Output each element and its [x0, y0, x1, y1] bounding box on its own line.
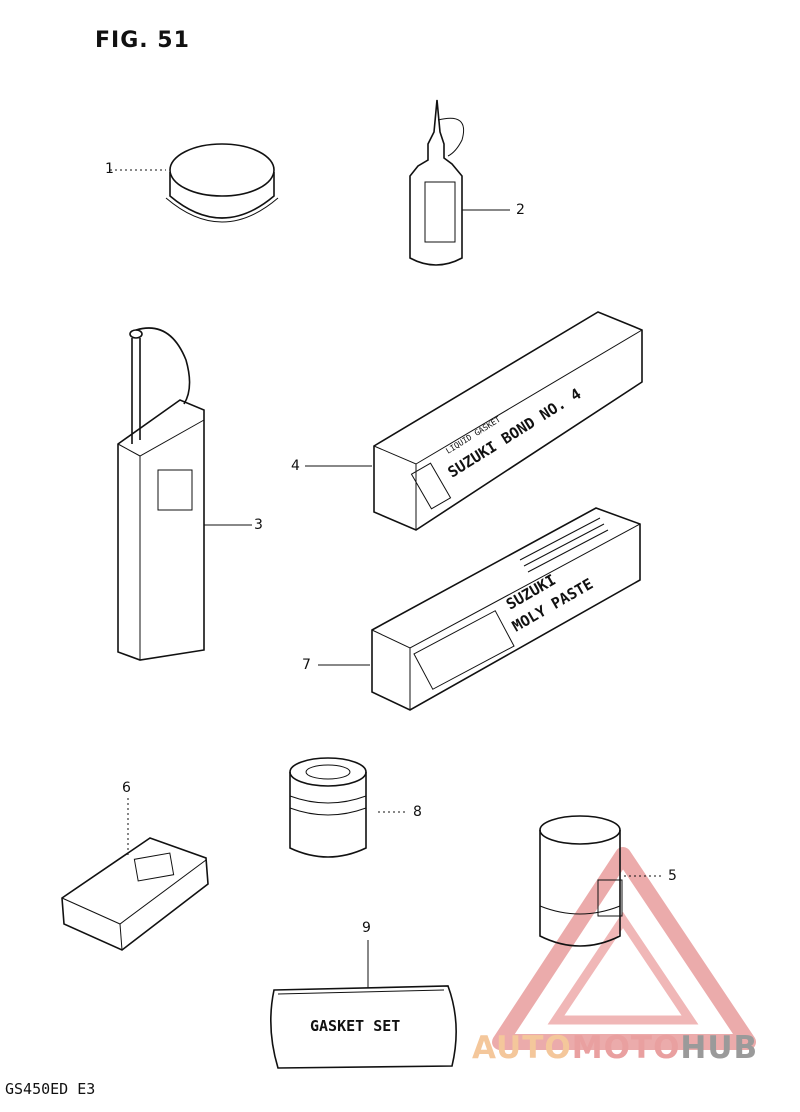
watermark-text: AUTOMOTOHUB: [472, 1030, 758, 1066]
part-4-bond-box: LIQUID GASKET SUZUKI BOND NO. 4: [305, 311, 643, 531]
part-9-gasket-set: GASKET SET: [270, 940, 457, 1069]
part-6-case: [61, 798, 209, 951]
callout-8: 8: [413, 804, 422, 820]
callout-6: 6: [122, 780, 131, 796]
part-5-oil-filter: [539, 815, 662, 947]
callout-2: 2: [516, 202, 525, 218]
callout-7: 7: [302, 657, 311, 673]
model-code: GS450ED E3: [5, 1080, 96, 1098]
callout-3: 3: [254, 517, 263, 533]
callout-4: 4: [291, 458, 300, 474]
gasket-set-label: GASKET SET: [310, 1017, 400, 1035]
callout-1: 1: [105, 161, 114, 177]
part-8-can: [289, 757, 408, 858]
callout-9: 9: [362, 920, 371, 936]
watermark-logo-icon: [492, 847, 756, 1050]
watermark-part-a: AUTO: [472, 1030, 572, 1066]
watermark-part-c: HUB: [680, 1030, 759, 1066]
part-1-grease-cap: [110, 143, 279, 223]
figure-title: FIG. 51: [95, 28, 190, 53]
part-7-moly-box: SUZUKI MOLY PASTE: [318, 507, 641, 711]
part-3-oil-can: [117, 327, 252, 661]
watermark-part-b: MOTO: [571, 1030, 681, 1066]
callout-5: 5: [668, 868, 677, 884]
part-2-bottle: [409, 99, 510, 266]
